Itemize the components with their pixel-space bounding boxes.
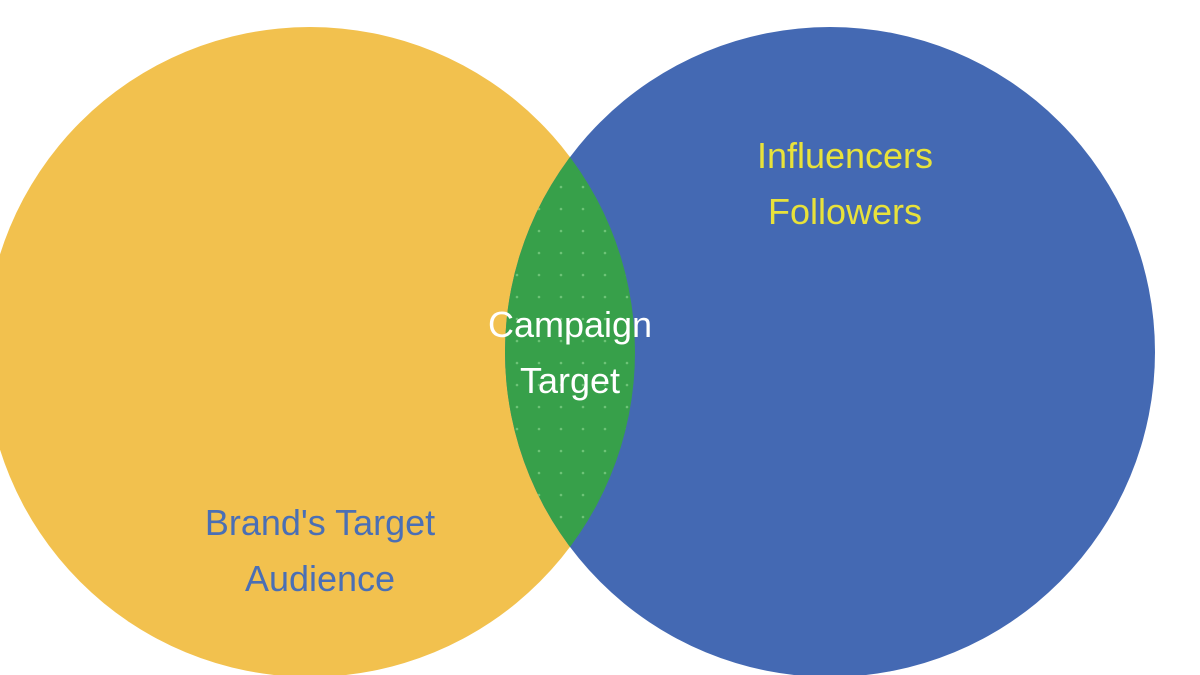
- brand-target-audience-label: Brand's Target Audience: [140, 495, 500, 607]
- brand-label-line-2: Audience: [244, 558, 396, 599]
- campaign-label-line-1: Campaign: [487, 304, 653, 345]
- campaign-label-line-2: Target: [519, 360, 621, 401]
- campaign-target-label: Campaign Target: [440, 297, 700, 409]
- brand-target-audience-circle: [0, 27, 635, 675]
- brand-label-line-1: Brand's Target: [204, 502, 436, 543]
- influencers-followers-label: Influencers Followers: [660, 128, 1030, 240]
- influencers-followers-circle: [505, 27, 1155, 675]
- influencers-label-line-2: Followers: [767, 191, 923, 232]
- influencers-label-line-1: Influencers: [756, 135, 934, 176]
